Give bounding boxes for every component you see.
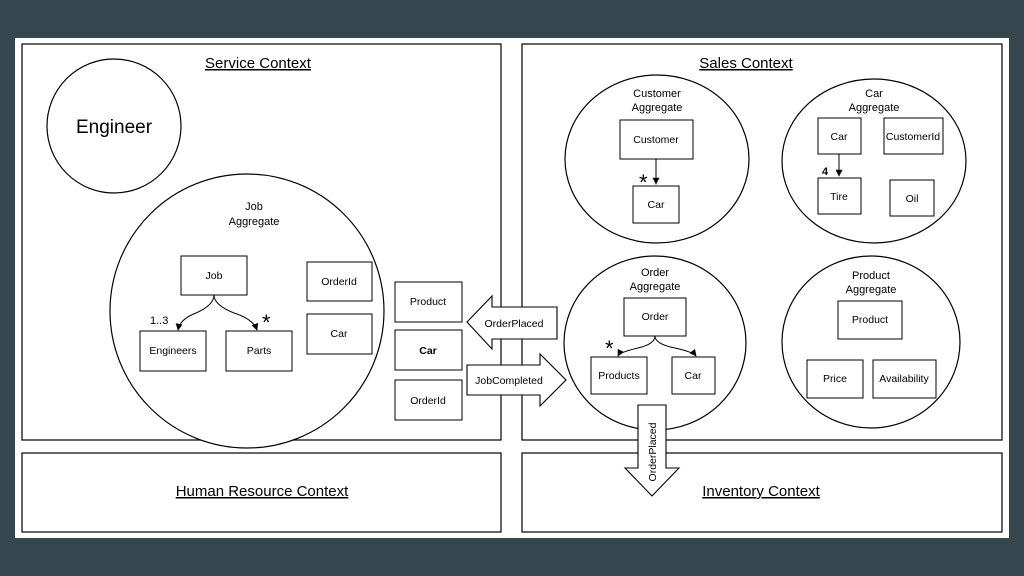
product-label: Product [852,314,888,326]
job-aggregate-title-line2: Aggregate [229,216,280,228]
engineers-label: Engineers [149,345,196,357]
product-box [837,300,903,340]
job-order-id-label: OrderId [321,276,357,288]
oil-label: Oil [906,193,919,205]
parts-multiplicity: * [262,310,271,335]
job-to-engineers-connector [175,294,215,331]
product-aggregate-title-line2: Aggregate [846,284,897,296]
order-box [623,297,687,337]
product-aggregate-title-line1: Product [852,270,890,282]
job-completed-label: JobCompleted [475,375,543,387]
job-completed-arrow [466,352,567,408]
products-multiplicity: * [605,336,614,361]
shared-car-box [394,329,463,371]
order-placed-left-label: OrderPlaced [485,318,544,330]
customer-car-box [632,185,680,224]
parts-box [225,330,293,372]
engineer-label: Engineer [76,117,153,138]
order-label: Order [642,311,669,323]
shared-order-id-label: OrderId [410,395,446,407]
order-placed-down-arrow [623,404,681,497]
service-context-title: Service Context [205,55,312,72]
availability-box [872,359,937,399]
product-aggregate: Product Aggregate Product Price Availabi… [781,255,961,429]
order-car-box [671,356,716,395]
products-box [590,356,648,395]
car-agg-car-label: Car [831,131,848,143]
shared-product-label: Product [410,296,446,308]
customer-car-multiplicity: * [639,170,648,195]
engineers-box [139,330,207,372]
order-aggregate-title-line1: Order [641,267,669,279]
job-order-id-box [306,261,373,302]
tire-label: Tire [830,191,848,203]
inventory-context-title: Inventory Context [702,483,820,500]
oil-box [889,179,935,217]
service-context: Service Context Engineer Job Aggregate J… [21,43,502,449]
shared-car-label: Car [419,345,437,357]
order-aggregate: Order Aggregate Order * Products Car [563,255,747,431]
job-aggregate-title-line1: Job [245,201,263,213]
car-aggregate-title-line1: Car [865,88,883,100]
shared-product-box [394,281,463,323]
products-label: Products [598,370,639,382]
customer-car-label: Car [648,199,665,211]
order-car-label: Car [685,370,702,382]
engineer-circle [46,58,182,194]
order-placed-down-label: OrderPlaced [647,422,659,481]
sales-context-title: Sales Context [699,55,793,72]
inventory-context-frame [521,452,1003,533]
job-label: Job [206,270,223,282]
customer-label: Customer [633,134,679,146]
price-box [806,359,864,399]
availability-label: Availability [879,373,929,385]
job-car-label: Car [331,328,348,340]
job-car-box [306,313,373,355]
car-aggregate: Car Aggregate Car CustomerId 4 Tire Oil [781,78,967,244]
order-to-products-connector [617,335,656,357]
human-resource-context-title: Human Resource Context [176,483,349,500]
price-label: Price [823,373,847,385]
customer-aggregate: Customer Aggregate Customer * Car [564,74,750,244]
customer-id-box [883,117,944,155]
order-aggregate-title-line2: Aggregate [630,281,681,293]
customer-aggregate-title-line2: Aggregate [632,102,683,114]
tire-multiplicity: 4 [822,166,829,178]
tire-box [817,177,862,215]
parts-label: Parts [247,345,272,357]
job-aggregate-circle [109,173,385,449]
human-resource-context-frame [21,452,502,533]
order-placed-left-arrow [466,294,558,351]
car-aggregate-title-line2: Aggregate [849,102,900,114]
job-aggregate: Job Aggregate Job 1..3 * Engineers Parts… [109,173,385,449]
sales-context: Sales Context Customer Aggregate Custome… [521,43,1003,441]
car-agg-car-box [817,117,862,155]
customer-id-label: CustomerId [886,131,940,143]
engineers-multiplicity: 1..3 [150,315,168,327]
customer-box [619,119,694,160]
job-to-parts-connector [213,294,259,331]
shared-order-id-box [394,379,463,421]
customer-aggregate-title-line1: Customer [633,88,681,100]
order-to-car-connector [654,335,697,357]
